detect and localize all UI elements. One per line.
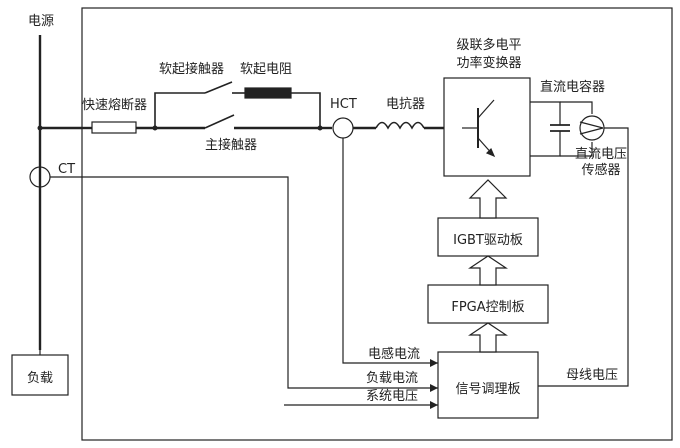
dc-capacitor-label: 直流电容器: [540, 80, 606, 95]
main-contactor-label: 主接触器: [205, 138, 258, 153]
power-source-label: 电源: [28, 14, 55, 29]
signal-conditioning-label: 信号调理板: [455, 382, 521, 397]
fpga-controller-label: FPGA控制板: [451, 300, 525, 315]
fast-fuse-label: 快速熔断器: [82, 98, 148, 113]
dc-sensor-label-line1: 直流电压: [574, 147, 627, 162]
system-frame: [81, 7, 673, 441]
soft-start-resistor-label: 软起电阻: [240, 62, 293, 77]
converter-box: [443, 77, 531, 177]
system-voltage-label: 系统电压: [366, 389, 419, 404]
soft-start-contactor-label: 软起接触器: [159, 62, 225, 77]
load-current-wire: [50, 176, 438, 389]
dc-sensor-label-line2: 传感器: [581, 163, 621, 178]
arrow-fpga-to-driver: [468, 255, 508, 286]
arrow-driver-to-converter: [468, 179, 508, 219]
bus-voltage-label: 母线电压: [566, 368, 619, 383]
reactor-label: 电抗器: [386, 97, 426, 112]
soft-start-contactor-switch: [204, 81, 233, 94]
igbt-driver-label: IGBT驱动板: [453, 233, 523, 248]
load-block: [11, 354, 69, 396]
converter-label-line1: 级联多电平: [456, 38, 522, 53]
bus-voltage-wire: [538, 127, 629, 387]
inductor-current-wire: [342, 138, 438, 364]
reactor-symbol: [375, 121, 425, 130]
dc-voltage-sensor-symbol: [579, 115, 605, 141]
load-label: 负载: [26, 371, 53, 386]
load-current-label: 负载电流: [366, 371, 419, 386]
converter-label-line2: 功率变换器: [456, 56, 522, 71]
hct-symbol: [332, 117, 354, 139]
soft-start-resistor-symbol: [244, 87, 292, 99]
main-contactor-switch: [204, 114, 235, 129]
fast-fuse-symbol: [91, 121, 137, 134]
ct-label: CT: [58, 162, 76, 177]
inductor-current-label: 电感电流: [368, 347, 421, 362]
arrow-signal-to-fpga: [468, 322, 508, 353]
hct-label: HCT: [330, 97, 357, 112]
